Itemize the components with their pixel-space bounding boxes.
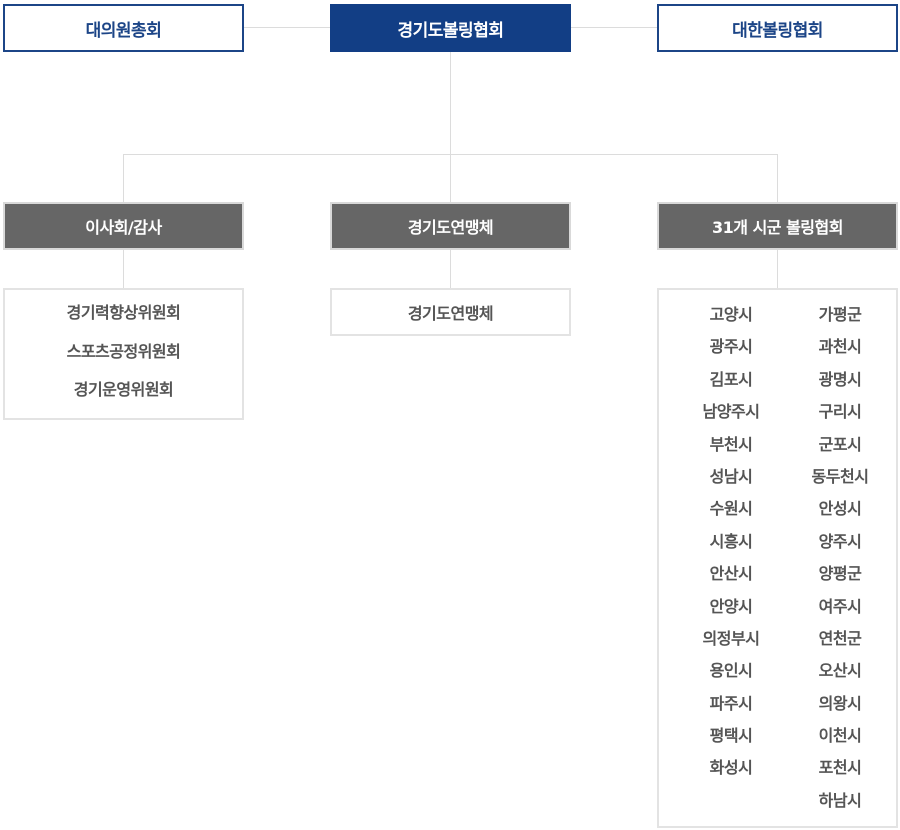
city-item: 포천시: [818, 758, 862, 778]
city-item: 안양시: [709, 596, 753, 616]
city-item: 파주시: [709, 693, 753, 713]
city-item: 의정부시: [702, 628, 760, 648]
city-item: 김포시: [709, 369, 753, 389]
connector-top-right: [570, 27, 658, 28]
city-item: 화성시: [709, 758, 753, 778]
cities-right-column: 가평군 과천시 광명시 구리시 군포시 동두천시 안성시 양주시 양평군 여주시…: [790, 304, 890, 822]
connector-drop-left: [123, 154, 124, 202]
city-item: 광명시: [818, 369, 862, 389]
federation-label: 경기도연맹체: [407, 218, 494, 237]
federation-item: 경기도연맹체: [407, 304, 494, 323]
city-item: 수원시: [709, 499, 753, 519]
city-item: 이천시: [818, 726, 862, 746]
city-item: 양평군: [818, 564, 862, 584]
federation-box: 경기도연맹체: [330, 202, 571, 250]
korea-bowling-association-box: 대한볼링협회: [657, 4, 898, 52]
city-item: 성남시: [709, 466, 753, 486]
connector-board-committees: [123, 248, 124, 289]
city-item: 여주시: [818, 596, 862, 616]
city-item: 고양시: [709, 305, 753, 324]
cities-left-column: 고양시 광주시 김포시 남양주시 부천시 성남시 수원시 시흥시 안산시 안양시…: [681, 304, 781, 790]
city-item: 구리시: [818, 402, 862, 422]
cities-panel: 고양시 광주시 김포시 남양주시 부천시 성남시 수원시 시흥시 안산시 안양시…: [657, 288, 898, 828]
city-item: 광주시: [709, 337, 753, 357]
board-audit-label: 이사회/감사: [85, 218, 162, 237]
city-item: 동두천시: [811, 466, 869, 486]
city-item: 연천군: [818, 628, 862, 648]
general-assembly-label: 대의원총회: [85, 20, 162, 41]
connector-federation-item: [450, 248, 451, 289]
city-associations-box: 31개 시군 볼링협회: [657, 202, 898, 250]
committee-item: 스포츠공정위원회: [66, 341, 181, 361]
federation-panel: 경기도연맹체: [330, 288, 571, 336]
city-item: 평택시: [709, 726, 753, 746]
connector-top-left: [243, 27, 331, 28]
city-item: 남양주시: [702, 402, 760, 422]
city-item: 가평군: [818, 305, 862, 324]
committees-panel: 경기력향상위원회 스포츠공정위원회 경기운영위원회: [3, 288, 244, 420]
city-item: 용인시: [709, 661, 753, 681]
city-item: 양주시: [818, 531, 862, 551]
city-item: 안산시: [709, 564, 753, 584]
city-item: 시흥시: [709, 531, 753, 551]
city-associations-label: 31개 시군 볼링협회: [712, 218, 843, 237]
committee-item: 경기력향상위원회: [66, 303, 181, 322]
city-item: 과천시: [818, 337, 862, 357]
korea-bowling-association-label: 대한볼링협회: [732, 20, 823, 41]
general-assembly-box: 대의원총회: [3, 4, 244, 52]
city-item: 안성시: [818, 499, 862, 519]
city-item: 오산시: [818, 661, 862, 681]
connector-trunk: [450, 52, 451, 202]
city-item: 부천시: [709, 434, 753, 454]
committee-item: 경기운영위원회: [73, 380, 174, 400]
board-audit-box: 이사회/감사: [3, 202, 244, 250]
city-item: 군포시: [818, 434, 862, 454]
gyeonggi-bowling-association-label: 경기도볼링협회: [397, 20, 504, 41]
gyeonggi-bowling-association-box: 경기도볼링협회: [330, 4, 571, 52]
connector-cities-list: [777, 248, 778, 289]
city-item: 의왕시: [818, 693, 862, 713]
connector-drop-right: [777, 154, 778, 202]
city-item: 하남시: [818, 790, 862, 810]
connector-horizontal: [123, 154, 778, 155]
